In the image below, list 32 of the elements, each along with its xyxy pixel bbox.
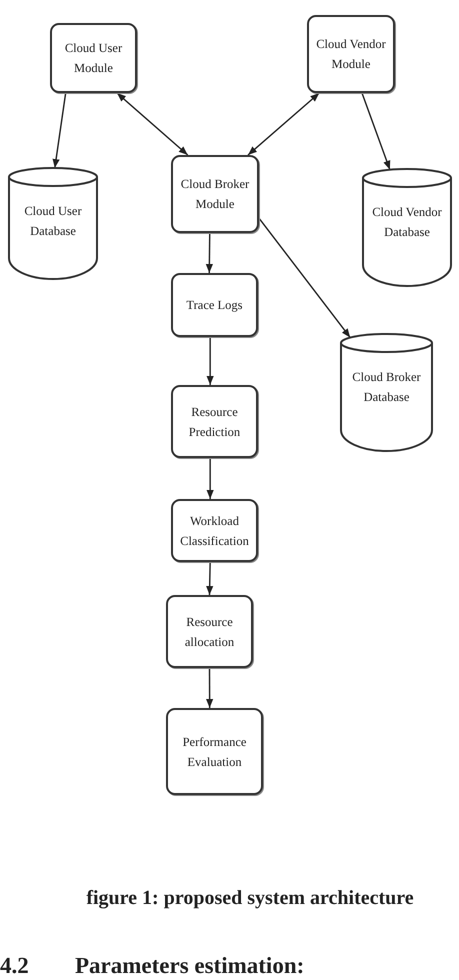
arrow	[258, 218, 351, 338]
box-label: Cloud Broker Module	[180, 176, 250, 213]
box-label: Trace Logs	[186, 297, 243, 314]
section-number: 4.2	[0, 953, 29, 979]
arrow	[361, 92, 391, 170]
double-arrow	[116, 92, 188, 156]
process-box	[166, 595, 253, 668]
arrow	[206, 337, 214, 385]
arrow	[206, 233, 213, 273]
box-label: Cloud User Module	[64, 40, 124, 77]
box-label: Workload Classification	[179, 512, 250, 550]
arrow	[206, 668, 214, 708]
process-box	[166, 708, 263, 795]
process-box	[171, 155, 259, 233]
process-box	[307, 15, 395, 93]
arrow	[206, 458, 214, 499]
box-label: Cloud Vendor Module	[315, 36, 387, 73]
process-box	[171, 273, 258, 337]
section-heading: Parameters estimation:	[75, 953, 304, 979]
box-label: Resource Prediction	[188, 404, 242, 440]
process-box	[50, 23, 137, 93]
box-label: Resource allocation	[184, 614, 236, 650]
arrow	[52, 92, 66, 168]
double-arrow	[248, 92, 320, 156]
database-label: Cloud Broker Database	[351, 369, 422, 406]
arrow	[206, 562, 214, 596]
box-label: Performance Evaluation	[182, 734, 248, 770]
database-label: Cloud User Database	[23, 203, 83, 240]
process-box	[171, 385, 258, 458]
database-label: Cloud Vendor Database	[371, 204, 443, 241]
process-box	[171, 499, 258, 562]
figure-caption: figure 1: proposed system architecture	[85, 886, 415, 910]
